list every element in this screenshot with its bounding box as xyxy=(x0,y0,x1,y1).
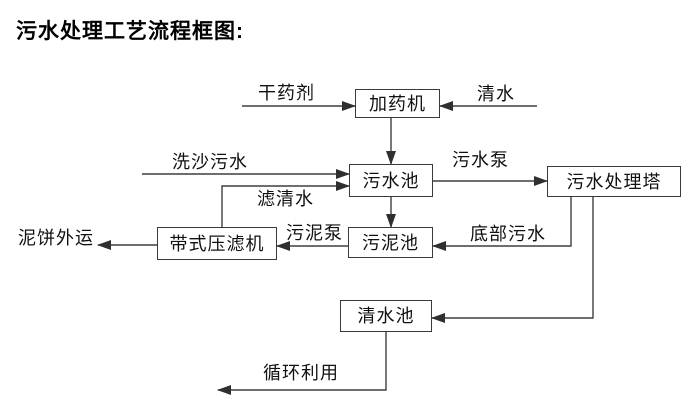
edge-bottom-sewage-to-sludge-pool xyxy=(432,197,572,251)
label-mud-cake-transport: 泥饼外运 xyxy=(18,228,94,248)
node-sewage-pool: 污水池 xyxy=(349,164,433,197)
diagram-title: 污水处理工艺流程框图: xyxy=(16,20,244,43)
label-clean-water: 清水 xyxy=(477,84,515,104)
label-sand-washing-sewage: 洗沙污水 xyxy=(172,152,248,172)
node-sludge-pool: 污泥池 xyxy=(348,227,433,258)
label-sewage-pump: 污水泵 xyxy=(452,150,509,170)
label-dry-chemical: 干药剂 xyxy=(258,83,315,103)
edge-filtered-water-to-sewage-pool xyxy=(221,181,350,227)
node-sewage-treatment-tower: 污水处理塔 xyxy=(547,166,681,197)
edge-clean-water-pool-to-recycle xyxy=(217,332,387,395)
label-filtered-water: 滤清水 xyxy=(257,189,314,209)
node-belt-filter-press: 带式压滤机 xyxy=(157,227,277,260)
label-bottom-sewage: 底部污水 xyxy=(470,224,546,244)
node-clean-water-pool: 清水池 xyxy=(340,300,432,332)
label-recycle-use: 循环利用 xyxy=(263,363,339,383)
label-sludge-pump: 污泥泵 xyxy=(286,223,343,243)
edge-tower-to-clean-water-pool xyxy=(431,197,594,323)
node-dosing-machine: 加药机 xyxy=(355,89,440,118)
